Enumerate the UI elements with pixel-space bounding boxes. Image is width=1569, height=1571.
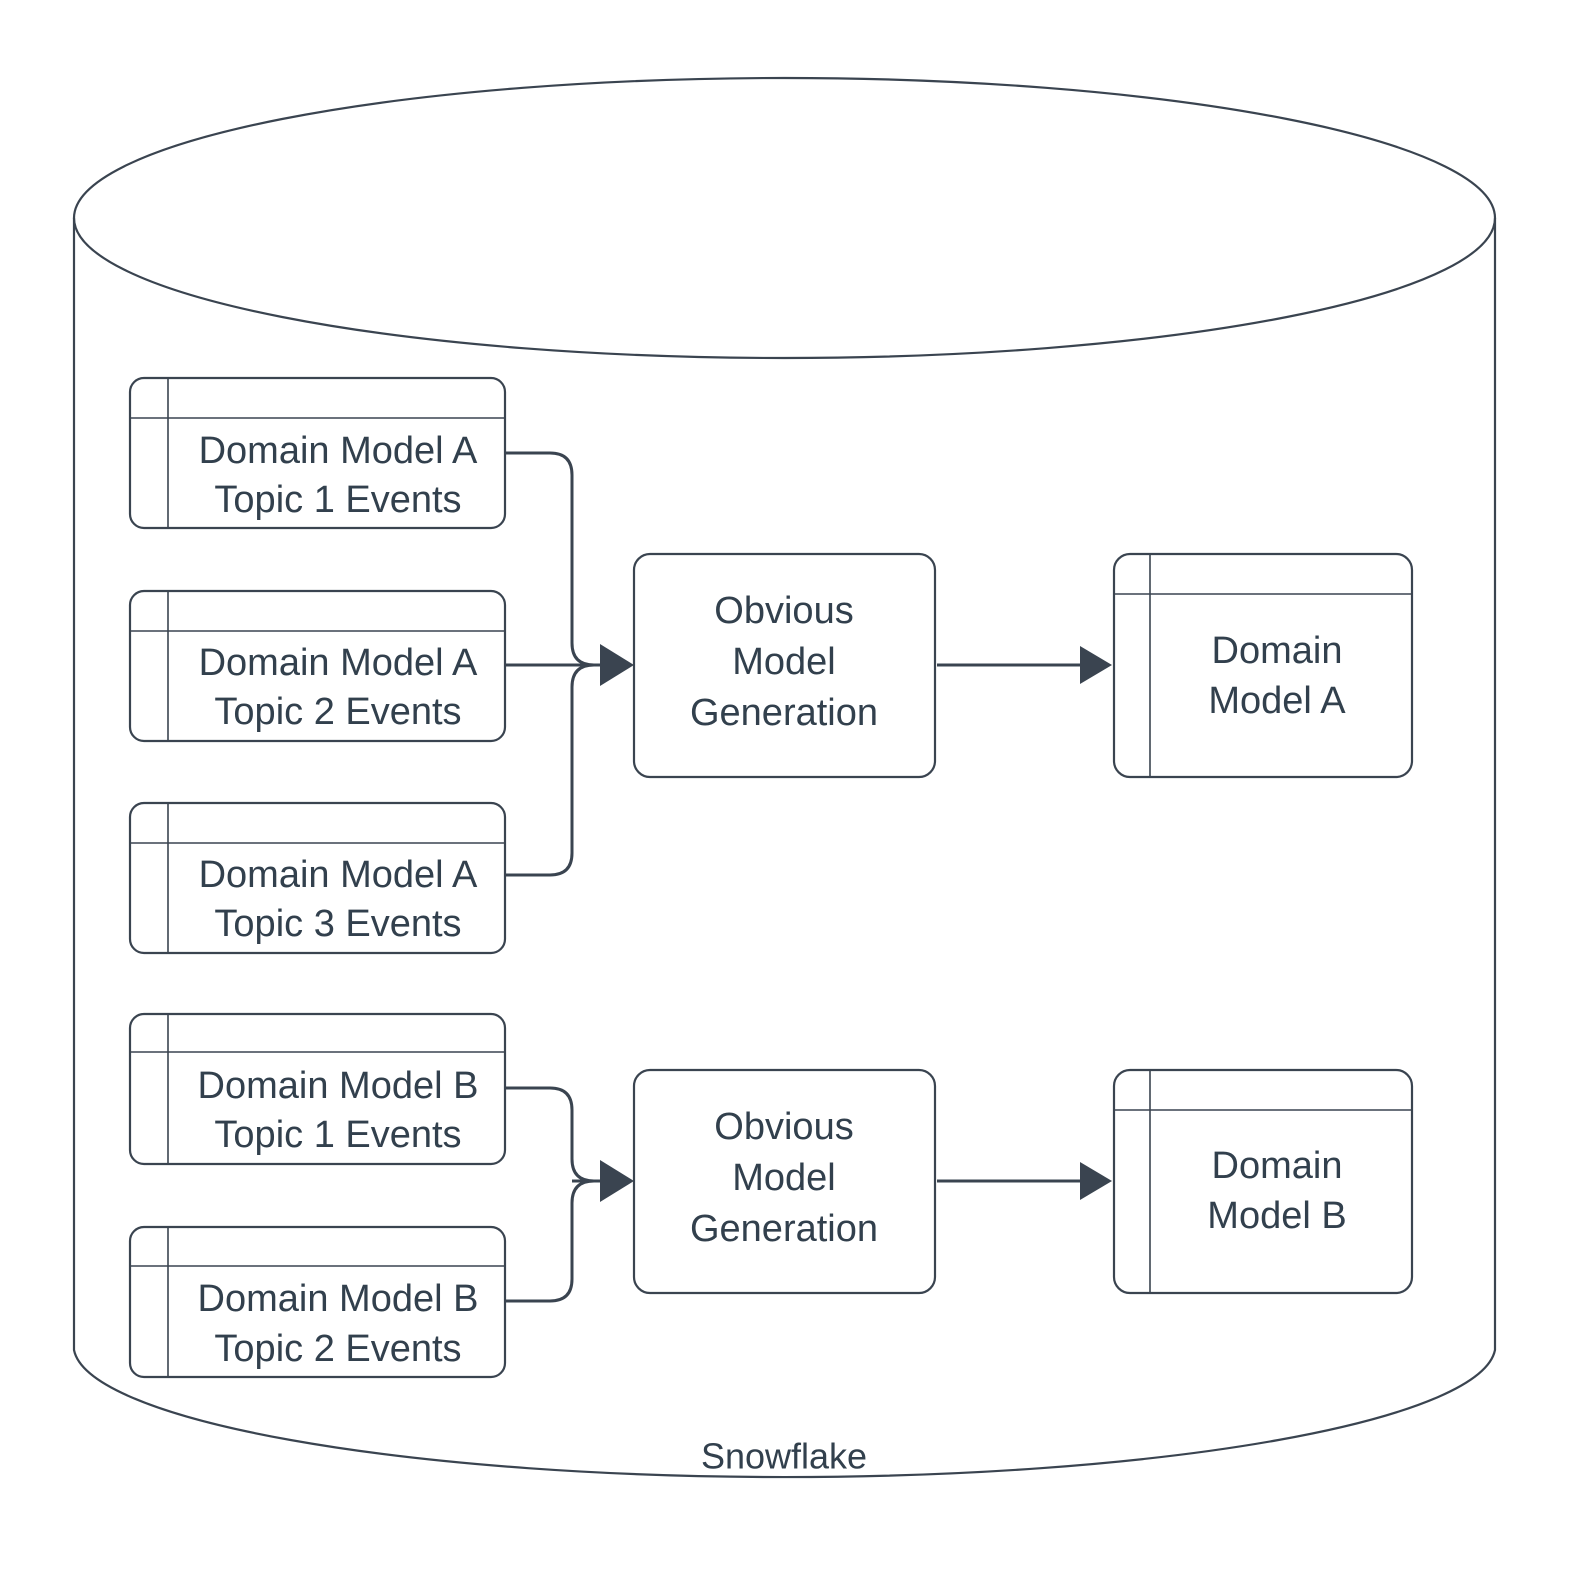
- cylinder-label: Snowflake: [701, 1436, 867, 1477]
- node-label-line-2: Topic 3 Events: [214, 903, 461, 945]
- process-label-line-1: Obvious: [714, 590, 853, 632]
- snowflake-cylinder: [72, 76, 1497, 1479]
- node-label-line-1: Domain Model A: [199, 854, 478, 896]
- process-label-line-2: Model: [732, 1157, 836, 1199]
- connectors-group-b: [505, 1086, 1112, 1303]
- node-b-topic-2[interactable]: Domain Model B Topic 2 Events: [128, 1225, 507, 1379]
- node-process-b[interactable]: Obvious Model Generation: [632, 1068, 937, 1295]
- table-body: [128, 1225, 507, 1379]
- process-body: [632, 1068, 937, 1295]
- connector-b-topic-2: [505, 1179, 595, 1303]
- node-label-line-1: Domain Model A: [199, 430, 478, 472]
- node-a-topic-2[interactable]: Domain Model A Topic 2 Events: [128, 589, 507, 743]
- arrowhead-a-process: [600, 644, 634, 686]
- node-b-topic-1[interactable]: Domain Model B Topic 1 Events: [128, 1012, 507, 1166]
- arrowhead-b-process: [600, 1160, 634, 1202]
- table-body: [1112, 1068, 1414, 1295]
- node-label-line-2: Topic 2 Events: [214, 1328, 461, 1370]
- cylinder-top-ellipse: [72, 76, 1497, 360]
- node-output-b[interactable]: Domain Model B: [1112, 1068, 1414, 1295]
- node-label-line-2: Topic 1 Events: [214, 1114, 461, 1156]
- node-label-line-2: Model B: [1207, 1195, 1346, 1237]
- node-label-line-1: Domain: [1212, 1145, 1343, 1187]
- process-label-line-3: Generation: [690, 1208, 878, 1250]
- table-body: [128, 801, 507, 955]
- table-body: [128, 589, 507, 743]
- connector-b-topic-1: [505, 1086, 595, 1183]
- table-body: [1112, 552, 1414, 779]
- arrowhead-b-output: [1080, 1162, 1112, 1200]
- process-label-line-1: Obvious: [714, 1106, 853, 1148]
- connector-a-topic-1: [505, 451, 595, 667]
- node-a-topic-3[interactable]: Domain Model A Topic 3 Events: [128, 801, 507, 955]
- arrowhead-a-output: [1080, 646, 1112, 684]
- node-label-line-1: Domain Model B: [198, 1065, 479, 1107]
- node-label-line-1: Domain: [1212, 630, 1343, 672]
- process-label-line-3: Generation: [690, 692, 878, 734]
- node-label-line-1: Domain Model B: [198, 1278, 479, 1320]
- node-output-a[interactable]: Domain Model A: [1112, 552, 1414, 779]
- cylinder-body: [72, 216, 1497, 1479]
- node-label-line-2: Topic 2 Events: [214, 691, 461, 733]
- table-body: [128, 376, 507, 530]
- connector-a-topic-3: [505, 663, 595, 877]
- node-a-topic-1[interactable]: Domain Model A Topic 1 Events: [128, 376, 507, 530]
- node-process-a[interactable]: Obvious Model Generation: [632, 552, 937, 779]
- connectors-group-a: [505, 451, 1112, 877]
- process-label-line-2: Model: [732, 641, 836, 683]
- node-label-line-2: Topic 1 Events: [214, 479, 461, 521]
- node-label-line-1: Domain Model A: [199, 642, 478, 684]
- process-body: [632, 552, 937, 779]
- node-label-line-2: Model A: [1208, 680, 1346, 722]
